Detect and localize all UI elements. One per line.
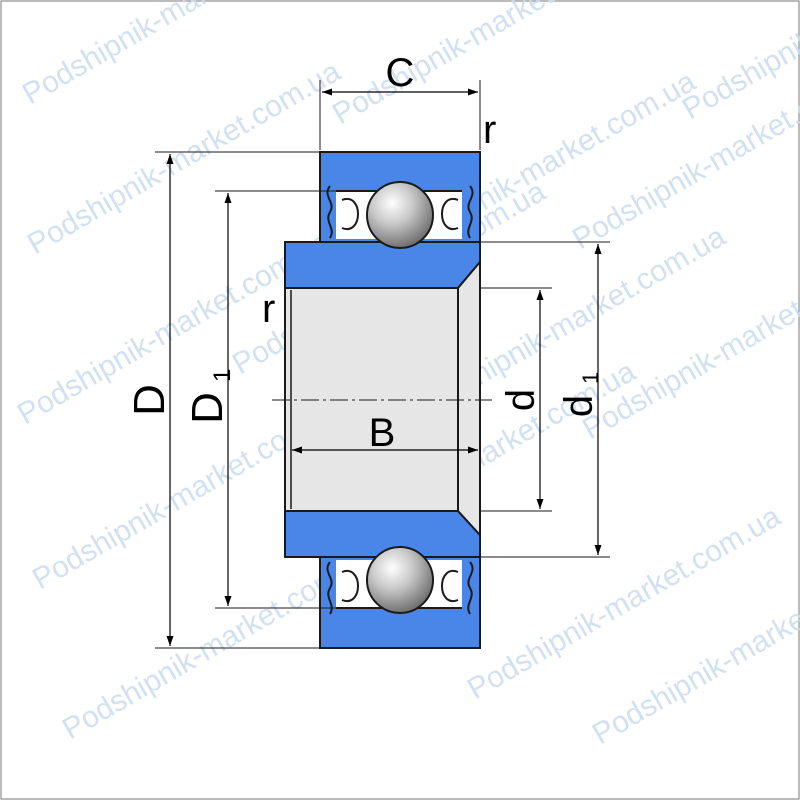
label-D: D — [125, 384, 174, 416]
label-d1-main: d — [557, 395, 601, 417]
label-B: B — [369, 411, 396, 455]
label-D1-main: D — [183, 392, 232, 424]
label-r-top: r — [483, 108, 496, 152]
label-d: d — [499, 389, 543, 411]
bore — [284, 259, 481, 538]
ball-bottom — [366, 546, 434, 614]
dimension-lines — [166, 88, 602, 646]
extension-lines — [155, 80, 610, 649]
label-d1-sub: 1 — [578, 372, 603, 384]
label-d1: d 1 — [557, 372, 603, 417]
label-D1: D 1 — [183, 369, 236, 424]
label-D1-sub: 1 — [209, 369, 236, 382]
label-C: C — [386, 51, 415, 95]
inner-ring-top — [284, 241, 481, 289]
label-r-left: r — [262, 287, 275, 331]
ball-top — [366, 181, 434, 249]
inner-ring-bottom — [284, 510, 481, 558]
